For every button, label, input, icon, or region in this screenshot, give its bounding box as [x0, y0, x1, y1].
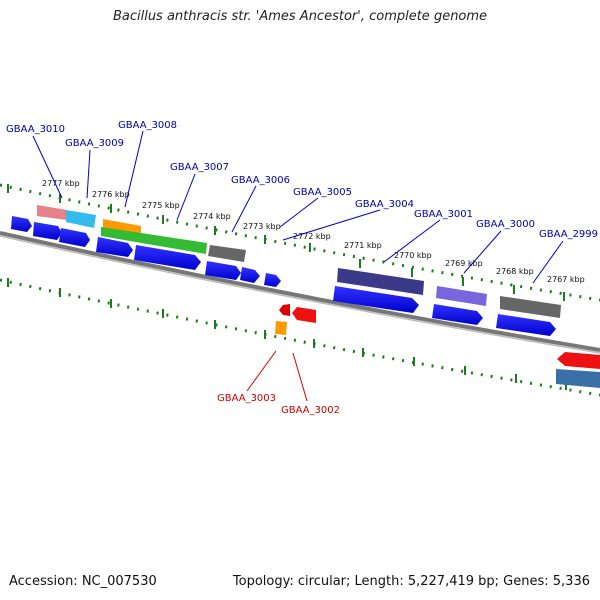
- gene-3003-red-small[interactable]: [279, 304, 290, 316]
- gene-label[interactable]: GBAA_3006: [231, 175, 290, 186]
- blue-arrow[interactable]: [432, 304, 483, 325]
- genome-backbone: [0, 231, 600, 352]
- gene-label[interactable]: GBAA_3001: [414, 209, 473, 220]
- gene-3003-orange[interactable]: [275, 321, 287, 335]
- scale-label: 2777 kbp: [42, 179, 80, 188]
- map-title: Bacillus anthracis str. 'Ames Ancestor',…: [112, 9, 488, 24]
- gene-label-reverse[interactable]: GBAA_3002: [281, 405, 340, 416]
- gene-3000-bar[interactable]: [500, 296, 561, 318]
- blue-arrow[interactable]: [496, 314, 556, 336]
- scale-label: 2776 kbp: [92, 190, 130, 199]
- forward-genes: [11, 216, 556, 336]
- gene-label[interactable]: GBAA_2999: [539, 229, 598, 240]
- reverse-label-leaders: [246, 350, 308, 402]
- blue-arrow[interactable]: [59, 228, 90, 247]
- gene-label[interactable]: GBAA_3008: [118, 120, 177, 131]
- gene-label[interactable]: GBAA_3004: [355, 199, 414, 210]
- gene-3002-red[interactable]: [292, 307, 316, 323]
- reverse-gene-steelblue[interactable]: [556, 369, 600, 388]
- gene-label[interactable]: GBAA_3000: [476, 219, 535, 230]
- scale-label: 2773 kbp: [243, 222, 281, 231]
- scale-label: 2772 kbp: [293, 232, 331, 241]
- gene-3009-bar[interactable]: [66, 210, 96, 228]
- gene-3004-bar[interactable]: [337, 268, 424, 295]
- blue-arrow[interactable]: [205, 261, 241, 280]
- upper-major-ticks: [7, 184, 565, 301]
- blue-arrow[interactable]: [11, 216, 32, 232]
- gene-3010-bar[interactable]: [37, 205, 67, 220]
- upper-scale-line: [0, 183, 600, 302]
- reverse-gene-red-right[interactable]: [557, 352, 600, 369]
- label-leaders: [32, 130, 564, 284]
- blue-arrow[interactable]: [33, 222, 62, 240]
- gene-label[interactable]: GBAA_3005: [293, 187, 352, 198]
- gene-3008-green-bar[interactable]: [101, 227, 207, 254]
- genome-backbone-shadow: [0, 235, 600, 354]
- topology-text: Topology: circular; Length: 5,227,419 bp…: [232, 574, 590, 589]
- blue-arrow[interactable]: [333, 286, 419, 313]
- scale-label: 2770 kbp: [394, 251, 432, 260]
- scale-label: 2768 kbp: [496, 267, 534, 276]
- gene-3001-bar[interactable]: [436, 286, 487, 306]
- gene-label[interactable]: GBAA_3009: [65, 138, 124, 149]
- gene-3006-bar[interactable]: [208, 245, 246, 262]
- gene-label-reverse[interactable]: GBAA_3003: [217, 393, 276, 404]
- blue-arrow[interactable]: [96, 237, 133, 257]
- gene-label[interactable]: GBAA_3010: [6, 124, 65, 135]
- scale-label: 2774 kbp: [193, 212, 231, 221]
- blue-arrow[interactable]: [240, 267, 260, 283]
- blue-arrow[interactable]: [134, 245, 201, 270]
- scale-label: 2771 kbp: [344, 241, 382, 250]
- scale-label: 2767 kbp: [547, 275, 585, 284]
- scale-label: 2775 kbp: [142, 201, 180, 210]
- gene-label[interactable]: GBAA_3007: [170, 162, 229, 173]
- scale-label: 2769 kbp: [445, 259, 483, 268]
- lower-major-ticks: [7, 278, 567, 390]
- accession-text: Accession: NC_007530: [9, 574, 157, 589]
- blue-arrow[interactable]: [264, 273, 281, 287]
